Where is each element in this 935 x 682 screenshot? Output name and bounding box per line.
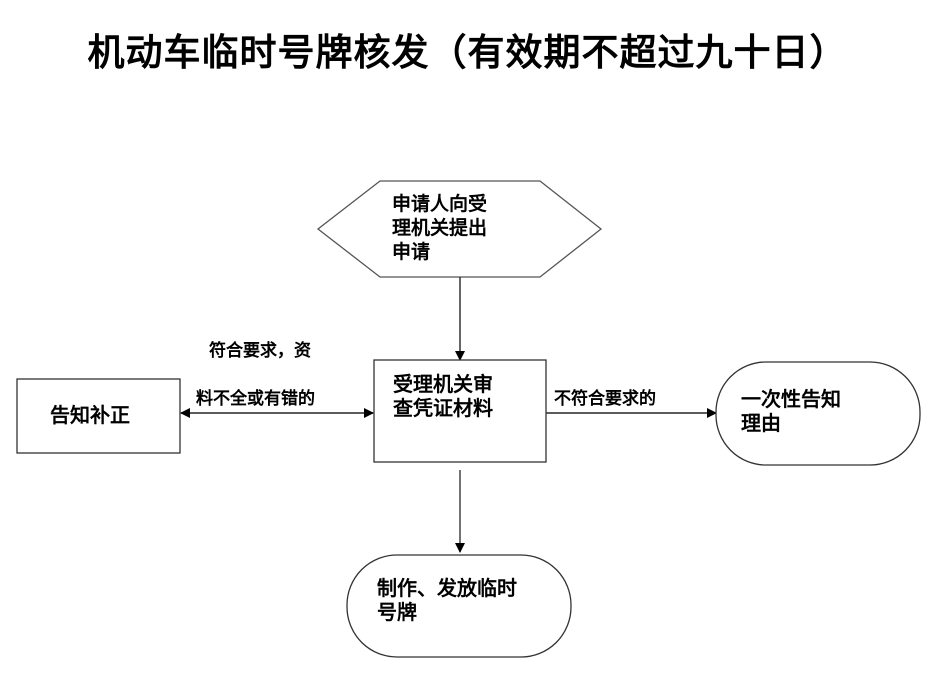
node-review-line: 受理机关审 bbox=[393, 372, 493, 396]
node-start-line: 申请 bbox=[392, 241, 431, 263]
node-start-label: 申请人向受 理机关提出 申请 bbox=[392, 192, 487, 264]
node-supplement-label: 告知补正 bbox=[50, 403, 130, 427]
node-reject-label: 一次性告知 理由 bbox=[741, 387, 841, 435]
edge-label-reject: 不符合要求的 bbox=[554, 389, 656, 409]
node-review-label: 受理机关审 查凭证材料 bbox=[393, 372, 493, 420]
node-supplement-shape bbox=[16, 378, 181, 454]
edge-label-supplement-line1: 符合要求，资 bbox=[209, 341, 311, 361]
node-issue-line: 号牌 bbox=[377, 600, 417, 624]
diagram-title: 机动车临时号牌核发（有效期不超过九十日） bbox=[87, 31, 848, 74]
node-issue-shape bbox=[346, 554, 572, 658]
node-issue-label: 制作、发放临时 号牌 bbox=[377, 576, 517, 624]
node-reject-shape bbox=[715, 361, 921, 466]
edge-label-supplement-line2: 料不全或有错的 bbox=[196, 389, 315, 409]
node-start-shape bbox=[316, 180, 603, 278]
node-reject-line: 理由 bbox=[741, 411, 781, 435]
node-issue-line: 制作、发放临时 bbox=[377, 576, 517, 600]
node-start-line: 理机关提出 bbox=[392, 217, 488, 239]
node-start-line: 申请人向受 bbox=[392, 193, 488, 215]
node-reject-line: 一次性告知 bbox=[741, 387, 841, 411]
node-review-line: 查凭证材料 bbox=[393, 396, 493, 420]
node-supplement-line: 告知补正 bbox=[50, 403, 130, 427]
node-review-shape bbox=[373, 359, 547, 463]
